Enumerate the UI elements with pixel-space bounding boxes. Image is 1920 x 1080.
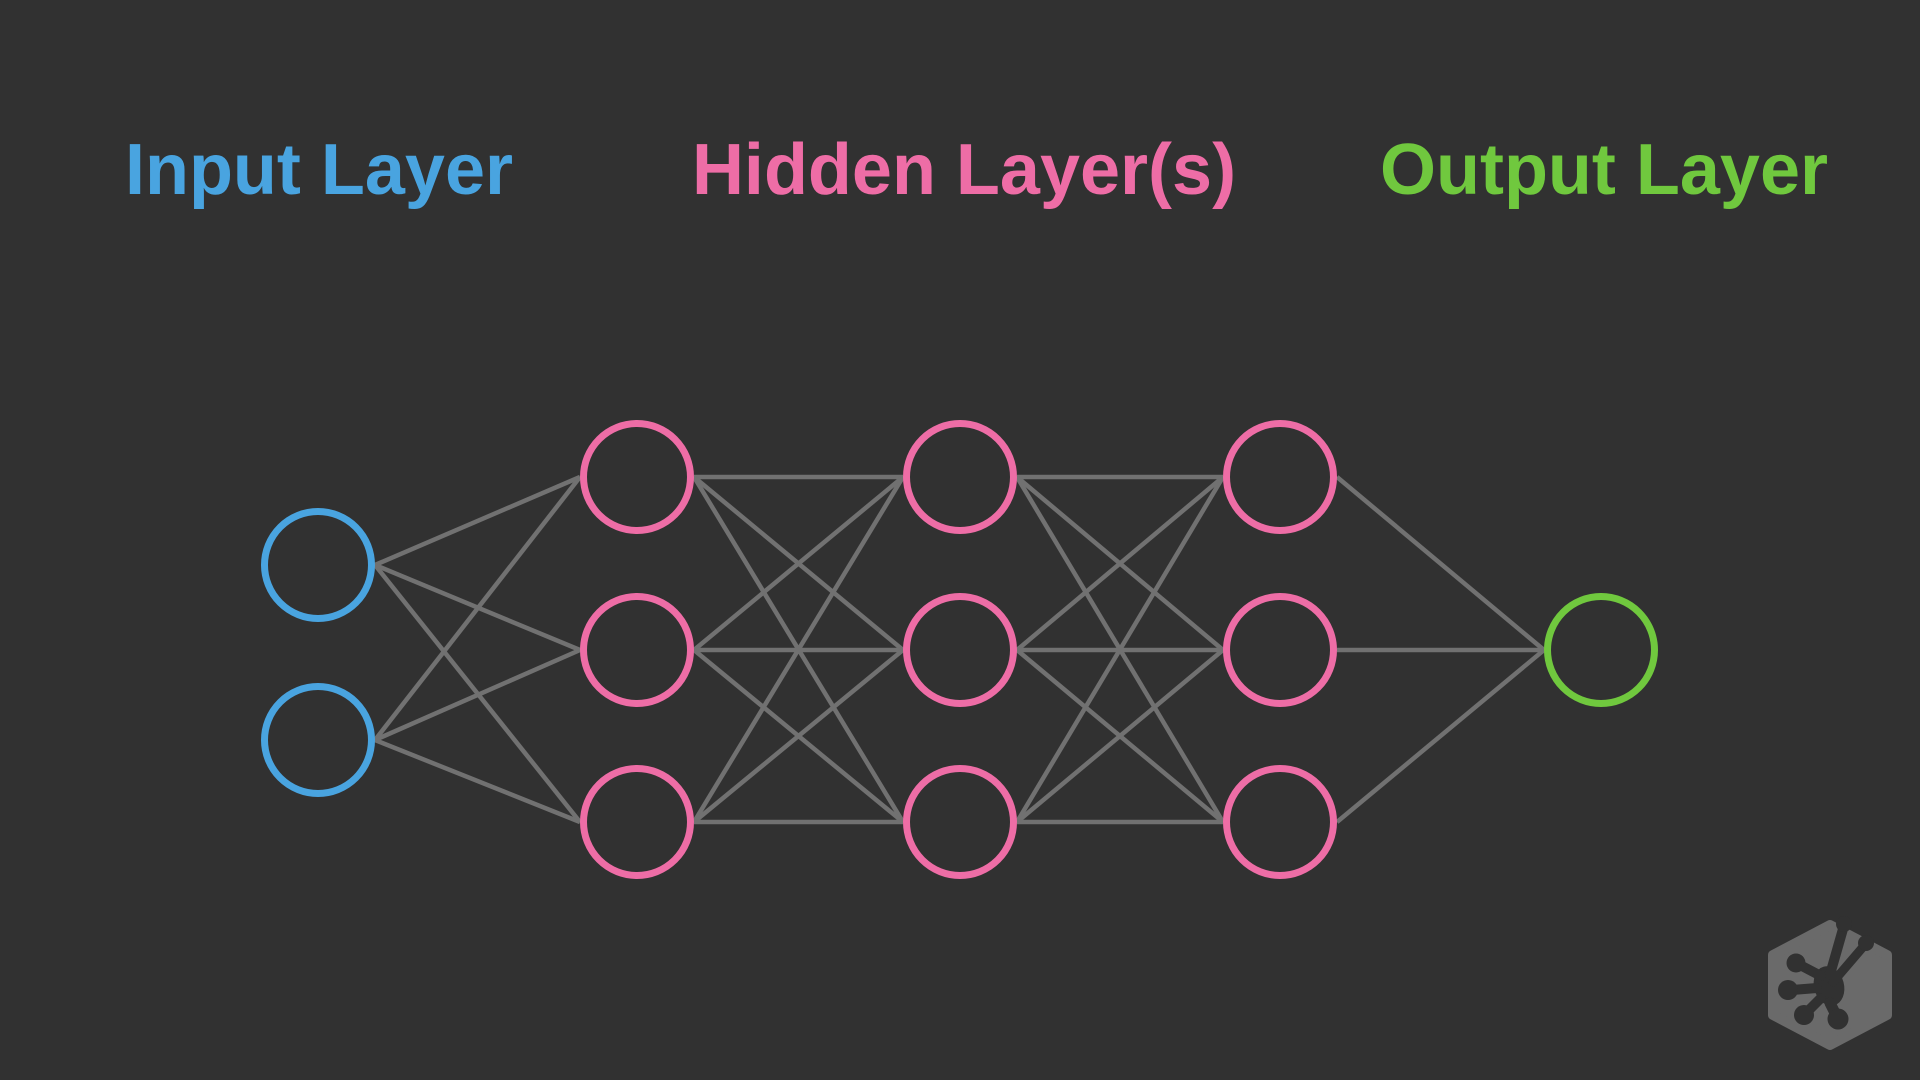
network-node-input [261,683,375,797]
output-layer-label: Output Layer [1379,130,1829,210]
network-edge [1015,475,1225,824]
logo-footprint [1778,916,1874,1030]
network-node-hidden-3 [1223,593,1337,707]
network-edge [374,737,581,825]
network-edge [692,475,905,652]
network-node-output [1544,593,1658,707]
network-edge [1015,475,1225,652]
network-edge [692,648,905,824]
network-edge [374,474,581,568]
network-node-hidden-3 [1223,420,1337,534]
network-node-hidden-1 [580,420,694,534]
network-node-input [261,508,375,622]
hexagon-gecko-footprint-logo [1768,916,1892,1050]
network-node-hidden-2 [903,420,1017,534]
network-node-hidden-3 [1223,765,1337,879]
network-node-hidden-2 [903,765,1017,879]
network-edge [373,475,582,742]
hidden-layer-label: Hidden Layer(s) [691,130,1237,210]
input-layer-label: Input Layer [124,130,514,210]
network-edge [1015,648,1225,824]
network-node-hidden-1 [580,593,694,707]
network-edge [374,647,581,743]
network-edges-group [373,474,1546,825]
network-node-hidden-2 [903,593,1017,707]
network-edge [1335,648,1546,824]
network-node-hidden-1 [580,765,694,879]
network-edge [692,475,905,824]
network-nodes-group [261,420,1658,879]
network-edge [1335,475,1546,652]
